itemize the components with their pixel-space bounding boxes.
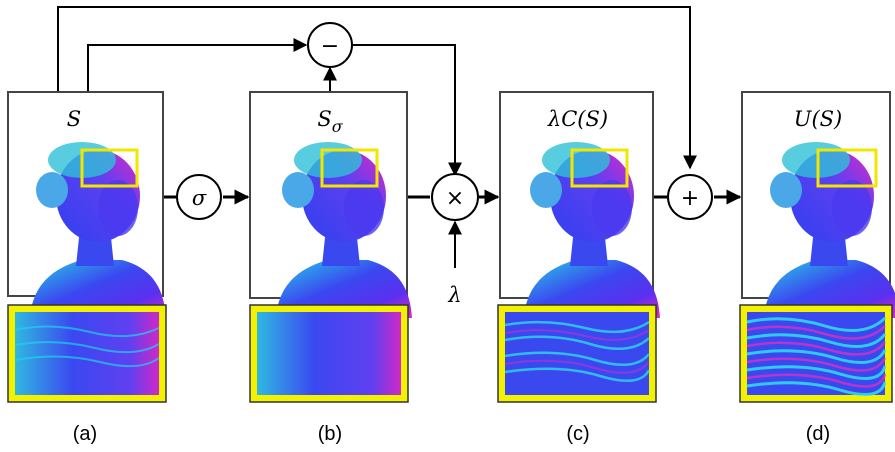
panel-c: λC(S) [499,91,660,318]
add-operator: + [667,174,713,220]
panel-b-label: Sσ [317,107,343,136]
blur-operator: σ [176,174,222,220]
highlight-box [320,148,379,188]
caption-c: (c) [566,423,589,445]
svg-text:σ: σ [192,186,207,210]
subtract-to-multiply-wire [353,44,462,177]
zoom-d [739,304,893,403]
caption-d: (d) [806,423,830,445]
caption-a: (a) [73,423,97,445]
caption-b: (b) [318,423,342,445]
panel-a-label: S [67,107,81,131]
zoom-c [497,304,657,403]
highlight-box [80,148,139,188]
panel-d-label: U(S) [794,107,842,131]
panel-c-label: λC(S) [547,107,608,131]
highlight-box [570,148,629,188]
subtract-operator: − [307,22,353,68]
highlight-box [816,148,878,188]
panel-d: U(S) [741,91,895,318]
zoom-b [249,304,409,403]
skip-connection-wire [57,6,697,170]
multiply-operator: × [431,173,479,221]
svg-text:×: × [446,186,464,211]
panel-b: Sσ [249,91,412,318]
panel-a: S [7,91,166,318]
svg-text:+: + [681,186,699,211]
svg-text:−: − [321,34,339,59]
s-to-subtract-wire [87,38,308,92]
zoom-a [7,304,167,403]
lambda-label: λ [447,283,461,307]
